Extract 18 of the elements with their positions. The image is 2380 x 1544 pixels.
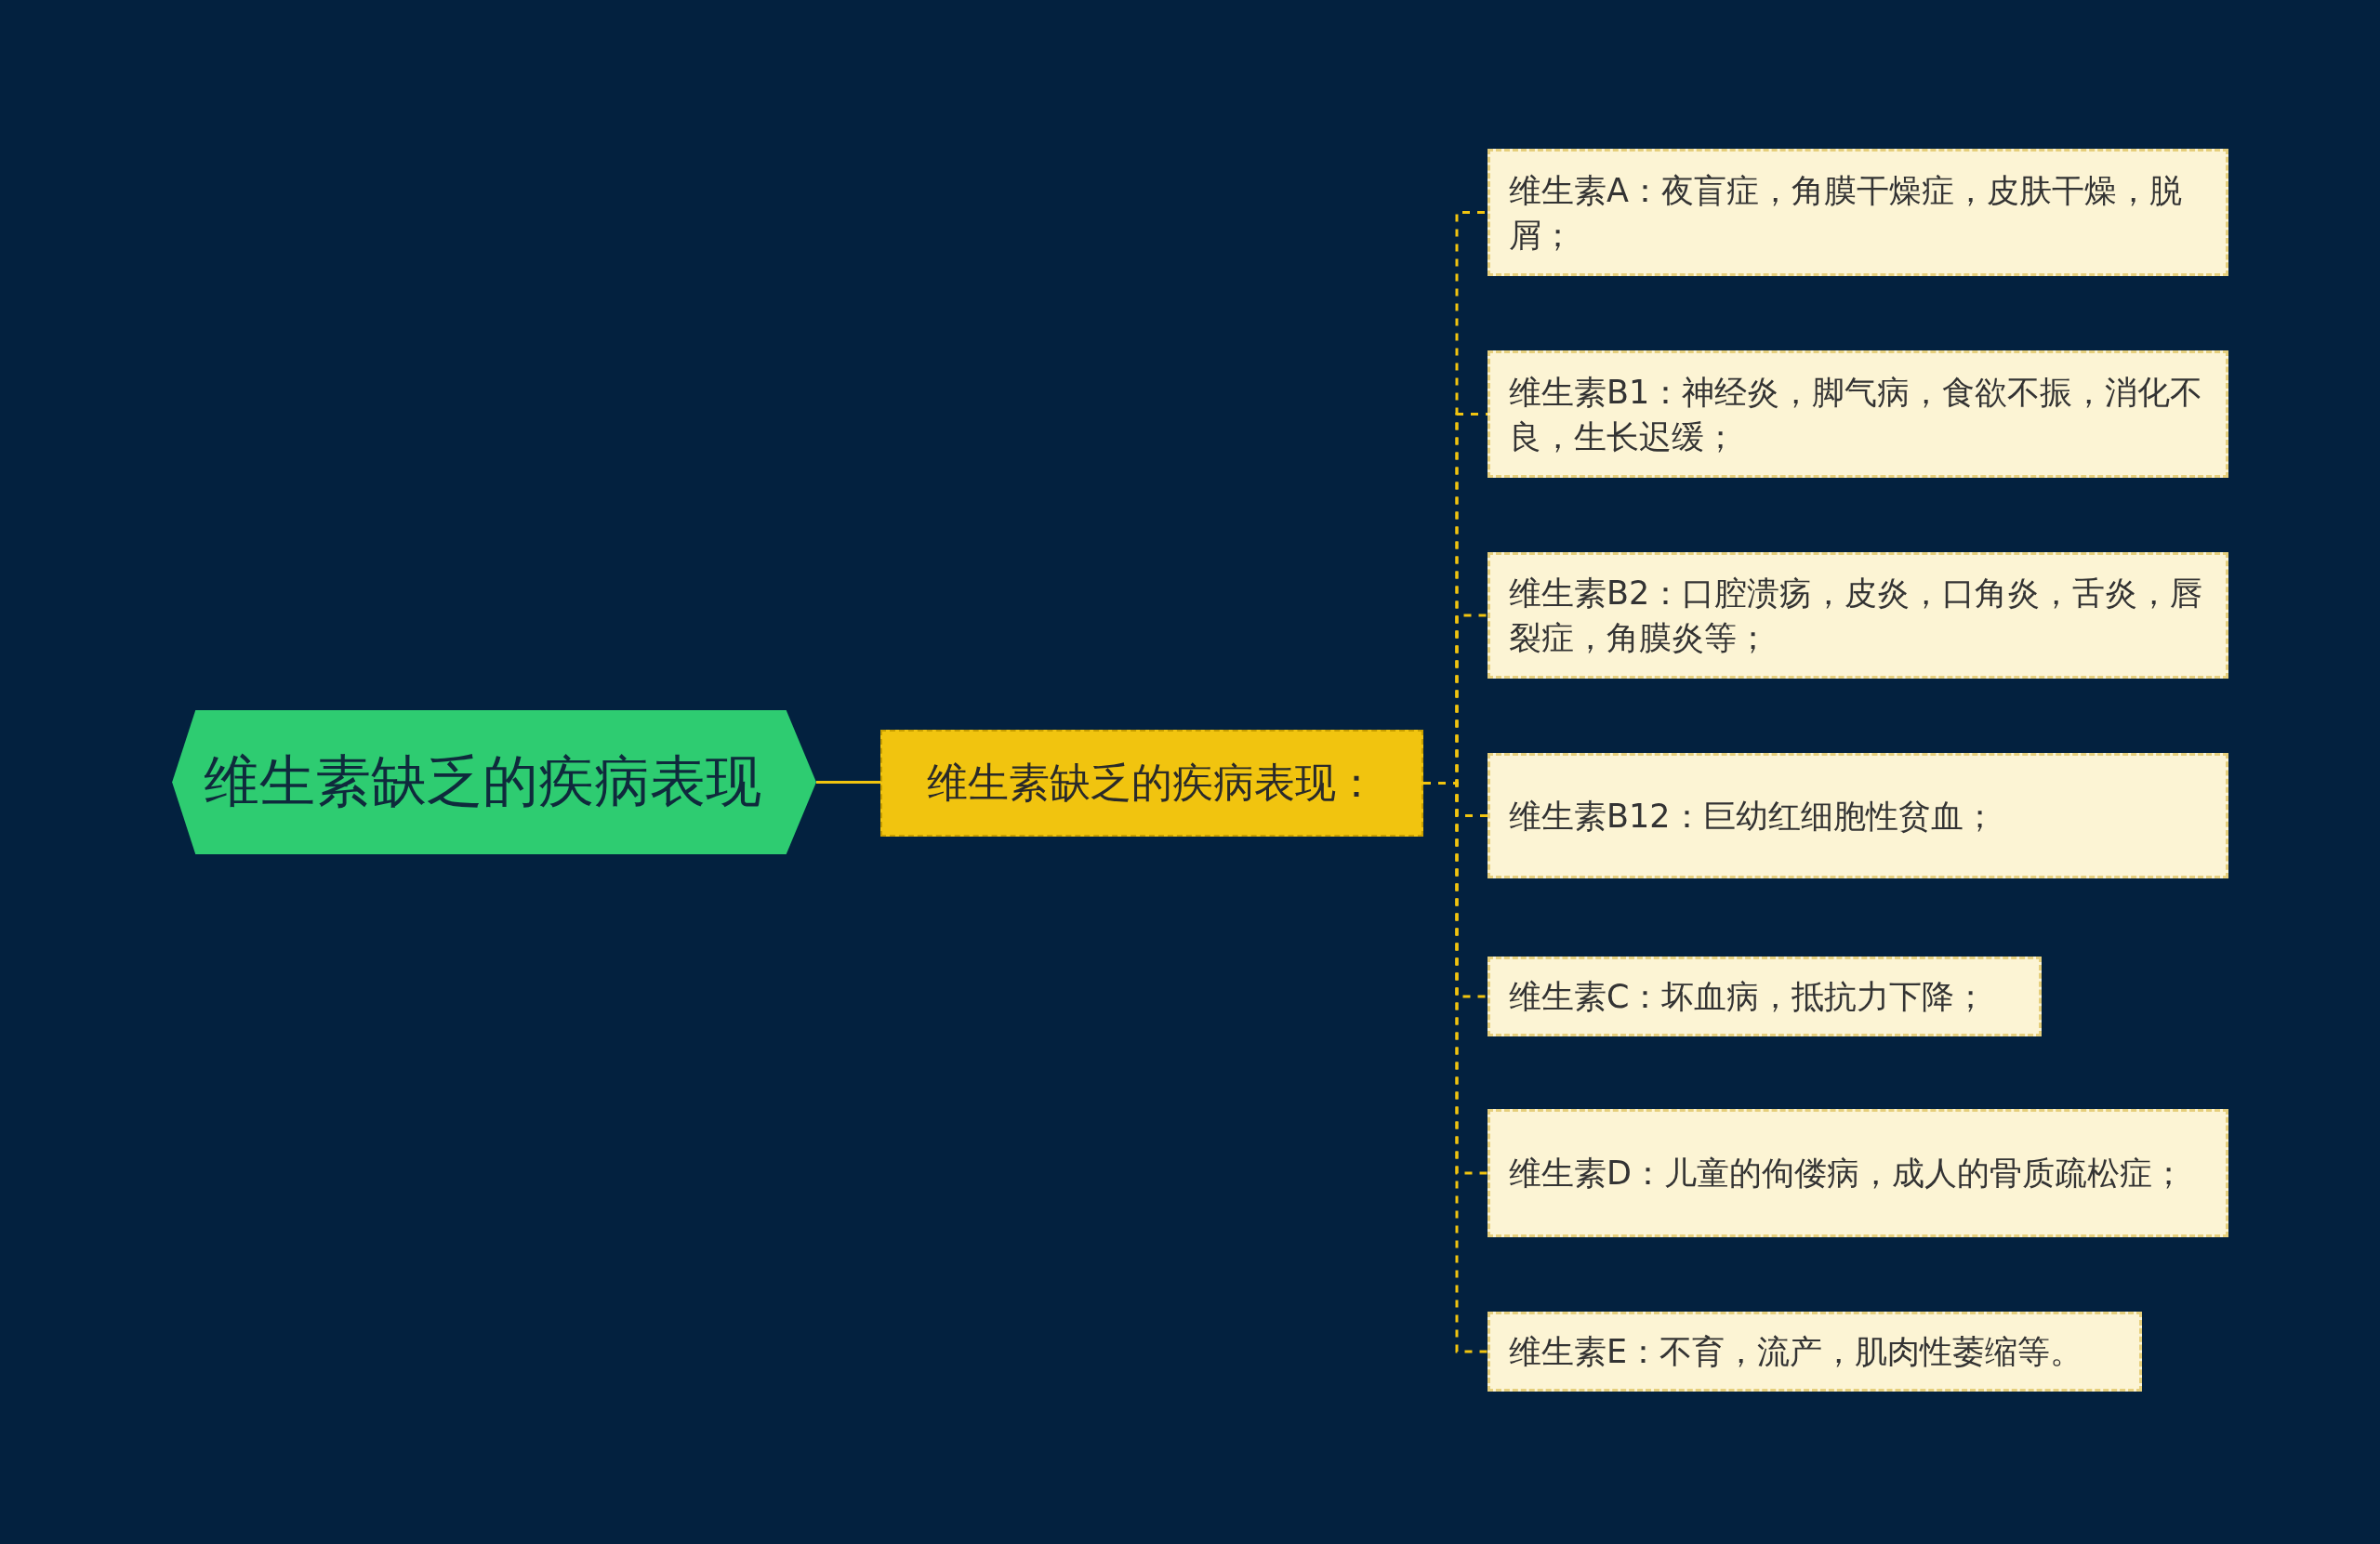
leaf-text: 维生素E：不育，流产，肌肉性萎缩等。 [1509, 1332, 2083, 1372]
leaf-box [1488, 149, 2228, 276]
leaf-text: 维生素B2：口腔溃疡，皮炎，口角炎，舌炎，唇裂症，角膜炎等； [1509, 574, 2204, 658]
branch-box [880, 730, 1423, 837]
leaf-box [1488, 957, 2042, 1036]
connector-line [816, 781, 880, 784]
topic-text: 维生素缺乏的疾病表现 [204, 747, 761, 815]
leaf-box [1488, 1109, 2228, 1237]
leaf-text: 维生素D：儿童的佝偻病，成人的骨质疏松症； [1509, 1154, 2185, 1194]
leaf-box [1488, 753, 2228, 878]
leaf-box [1488, 350, 2228, 478]
leaf-text: 维生素C：坏血病，抵抗力下降； [1509, 977, 1988, 1017]
leaf-text: 维生素A：夜盲症，角膜干燥症，皮肤干燥，脱屑； [1509, 170, 2183, 256]
branch-text: 维生素缺乏的疾病表现： [927, 758, 1377, 808]
leaf-box [1488, 552, 2228, 679]
leaf-text: 维生素B12：巨幼红细胞性贫血； [1509, 796, 1996, 837]
leaf-box [1488, 1312, 2142, 1392]
leaf-text: 维生素B1：神经炎，脚气病，食欲不振，消化不良，生长迟缓； [1509, 372, 2204, 457]
